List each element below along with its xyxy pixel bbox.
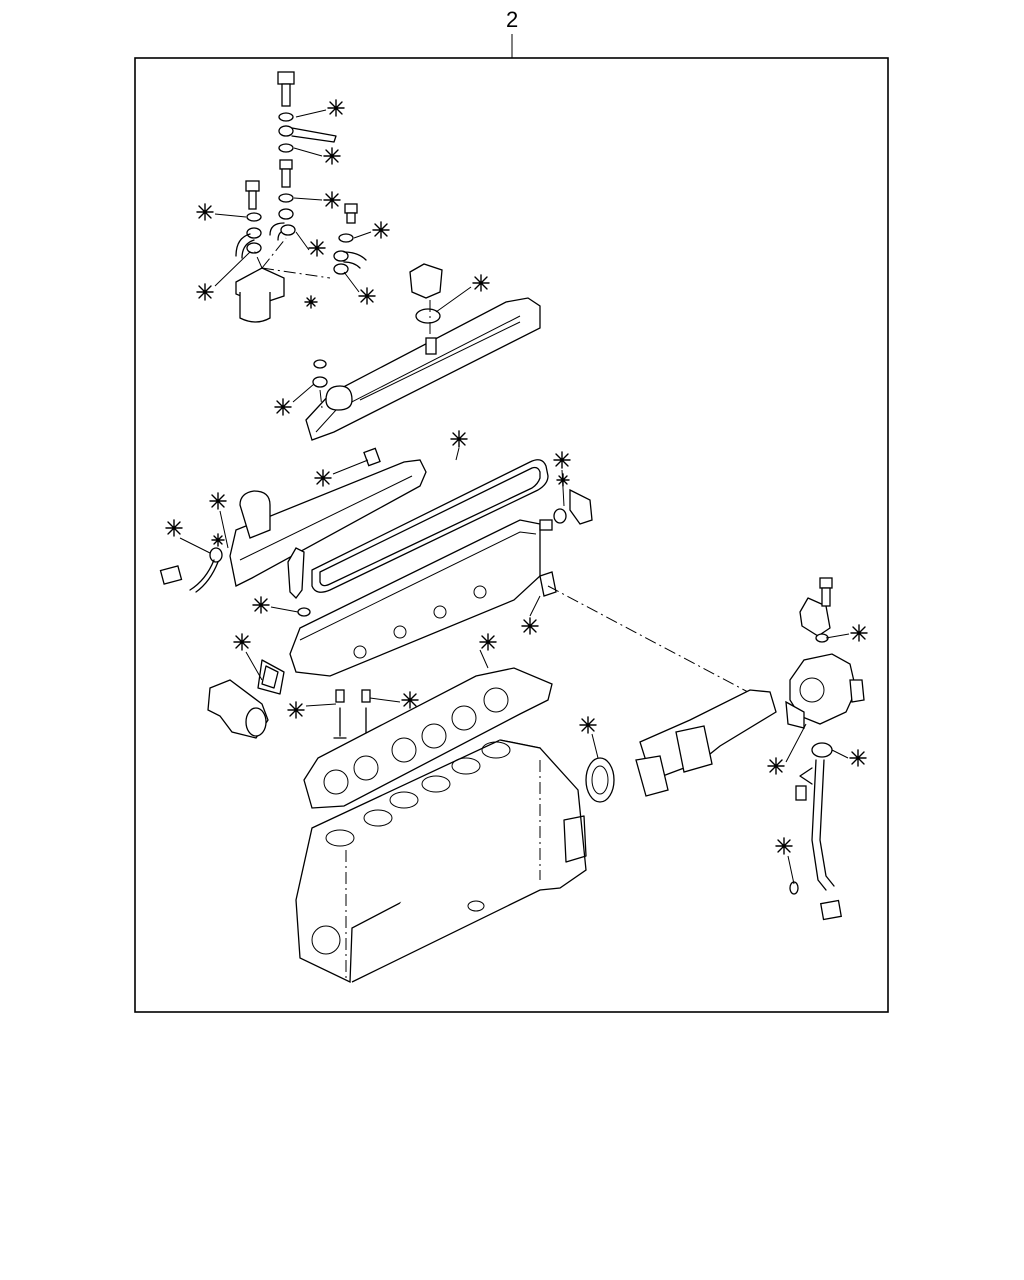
asterisk-marker-icon <box>327 99 345 117</box>
asterisk-marker-icon <box>472 274 490 292</box>
crankshaft-oil-seal <box>585 757 615 803</box>
asterisk-marker-icon <box>196 203 214 221</box>
fuel-filter-assembly <box>235 71 367 323</box>
asterisk-marker-icon <box>401 691 419 709</box>
rocker-cover-assembly <box>305 263 541 441</box>
asterisk-marker-icon <box>209 492 227 510</box>
asterisk-marker-icon <box>304 295 318 309</box>
asterisk-marker-icon <box>287 701 305 719</box>
exhaust-and-turbo-assembly <box>547 577 865 921</box>
asterisk-marker-icon <box>314 469 332 487</box>
water-outlet-assembly <box>207 659 285 739</box>
rocker-cover-gasket <box>311 459 549 593</box>
asterisk-marker-icon <box>479 633 497 651</box>
asterisk-marker-icon <box>233 633 251 651</box>
asterisk-marker-icon <box>323 147 341 165</box>
asterisk-marker-icon <box>274 398 292 416</box>
asterisk-marker-icon <box>521 617 539 635</box>
asterisk-marker-icon <box>211 533 225 547</box>
marker-leader-lines <box>179 109 850 885</box>
asterisk-marker-icon <box>579 716 597 734</box>
asterisk-marker-icon <box>165 519 183 537</box>
asterisk-markers <box>165 99 868 855</box>
asterisk-marker-icon <box>767 757 785 775</box>
asterisk-marker-icon <box>358 287 376 305</box>
cylinder-head <box>289 488 593 677</box>
asterisk-marker-icon <box>775 837 793 855</box>
asterisk-marker-icon <box>850 624 868 642</box>
asterisk-marker-icon <box>553 451 571 469</box>
asterisk-marker-icon <box>196 283 214 301</box>
cylinder-block <box>295 739 587 984</box>
callout-number: 2 <box>506 7 518 32</box>
asterisk-marker-icon <box>450 430 468 448</box>
asterisk-marker-icon <box>849 749 867 767</box>
diagram-frame <box>134 57 889 1013</box>
cylinder-head-gasket <box>303 667 553 809</box>
asterisk-marker-icon <box>252 596 270 614</box>
asterisk-marker-icon <box>308 239 326 257</box>
asterisk-marker-icon <box>372 221 390 239</box>
intake-manifold <box>159 447 427 617</box>
valves <box>333 689 373 739</box>
asterisk-marker-icon <box>323 191 341 209</box>
